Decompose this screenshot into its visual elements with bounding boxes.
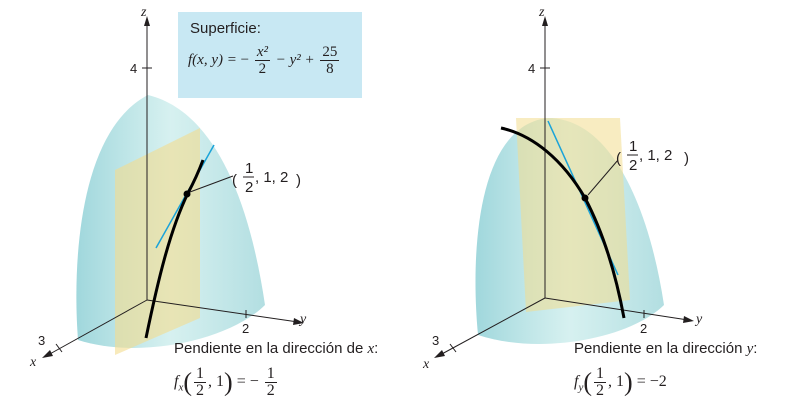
- point-frac-den: 2: [245, 179, 253, 196]
- y-tick-label: 2: [242, 321, 249, 336]
- formula-sign: −: [240, 51, 250, 68]
- y-axis-label: y: [694, 312, 703, 327]
- slope-caption-suffix: :: [753, 340, 758, 357]
- slope-arg-den: 2: [596, 382, 605, 399]
- x-axis: [47, 299, 148, 356]
- y-axis-arrow: [293, 318, 304, 325]
- x-axis-arrow: [434, 350, 445, 358]
- point-label: ( 1 2 , 1, 2 ): [232, 160, 301, 196]
- z-axis-arrow: [542, 16, 548, 26]
- x-axis-arrow: [42, 350, 53, 358]
- y-axis: [146, 299, 299, 323]
- frac-2-num: 25: [320, 44, 340, 61]
- point-paren-open: (: [232, 172, 237, 189]
- slope-equals: = −2: [636, 373, 667, 391]
- surface-formula: f(x, y) = − x² 2 − y² + 25 8: [188, 44, 341, 77]
- point-frac-num: 1: [629, 138, 637, 155]
- leader-line: [587, 159, 619, 196]
- surface-info-box: Superficie: f(x, y) = − x² 2 − y² + 25 8: [178, 12, 362, 98]
- slope-arg-num: 1: [194, 365, 207, 383]
- slope-fn-sub: x: [178, 381, 184, 394]
- slope-fn: f: [574, 373, 579, 391]
- slope-fn: f: [174, 373, 179, 391]
- frac-1-den: 2: [258, 61, 267, 77]
- point-marker: [581, 194, 589, 202]
- point-frac-num: 1: [245, 160, 253, 177]
- z-axis-label: z: [140, 5, 147, 20]
- right-graph: z y x 4 2 3 ( 1 2 , 1, 2 ): [422, 5, 703, 372]
- slope-caption-prefix: Pendiente en la dirección de: [174, 340, 364, 357]
- formula-frac-1: x² 2: [254, 44, 270, 77]
- slope-arg-den: 2: [196, 382, 205, 399]
- z-axis-arrow: [144, 16, 150, 26]
- left-graph: z y x 4 2 3 ( 1 2 , 1, 2 ): [29, 5, 307, 370]
- intersection-curve: [144, 159, 205, 339]
- slope-caption-prefix: Pendiente en la dirección: [574, 340, 743, 357]
- point-rest: , 1, 2: [255, 169, 288, 186]
- cutting-plane: [115, 128, 200, 355]
- frac-2-den: 8: [326, 61, 334, 77]
- point-paren-open: (: [616, 150, 621, 167]
- point-marker: [183, 190, 191, 198]
- slope-fn-sub: y: [578, 381, 584, 394]
- x-axis: [439, 297, 546, 356]
- slope-caption: Pendiente en la dirección de x:: [174, 340, 378, 358]
- x-tick-label: 3: [38, 333, 45, 348]
- z-tick-label: 4: [130, 61, 137, 76]
- slope-caption-var: y: [746, 341, 754, 357]
- x-tick: [449, 343, 457, 353]
- y-tick-label: 2: [640, 321, 647, 336]
- y-axis-label: y: [298, 312, 307, 327]
- slope-caption-var: x: [367, 341, 375, 357]
- y-axis-arrow: [683, 316, 694, 323]
- leader-line: [189, 175, 234, 193]
- point-frac-den: 2: [629, 157, 637, 174]
- right-figure: z y x 4 2 3 ( 1 2 , 1, 2 ) Pendiente en …: [398, 0, 795, 418]
- formula-term2: − y² +: [275, 51, 315, 68]
- slope-val-den: 2: [266, 382, 275, 399]
- x-axis-label: x: [422, 357, 430, 372]
- formula-frac-2: 25 8: [320, 44, 340, 77]
- x-axis-label: x: [29, 355, 37, 370]
- z-axis-label: z: [538, 5, 545, 20]
- slope-caption-suffix: :: [374, 340, 379, 357]
- x-tick: [55, 343, 63, 353]
- slope-arg-num: 1: [594, 365, 607, 383]
- point-paren-close: ): [296, 172, 301, 189]
- slope-arg-rest: , 1: [208, 373, 225, 391]
- y-axis: [544, 297, 689, 321]
- cutting-plane: [516, 118, 630, 312]
- surface-title: Superficie:: [190, 20, 261, 37]
- slope-caption: Pendiente en la dirección y:: [574, 340, 757, 358]
- point-rest: , 1, 2: [639, 147, 672, 164]
- slope-val-num: 1: [264, 365, 277, 383]
- x-tick-label: 3: [432, 333, 439, 348]
- frac-1-num: x²: [254, 44, 270, 61]
- slope-equals: = −: [236, 373, 259, 391]
- z-tick-label: 4: [528, 61, 535, 76]
- formula-lhs: f(x, y) =: [188, 51, 237, 68]
- point-paren-close: ): [684, 150, 689, 167]
- slope-arg-rest: , 1: [608, 373, 625, 391]
- point-label: ( 1 2 , 1, 2 ): [616, 138, 689, 174]
- left-figure: z y x 4 2 3 ( 1 2 , 1, 2 ) Superficie: f…: [29, 5, 378, 399]
